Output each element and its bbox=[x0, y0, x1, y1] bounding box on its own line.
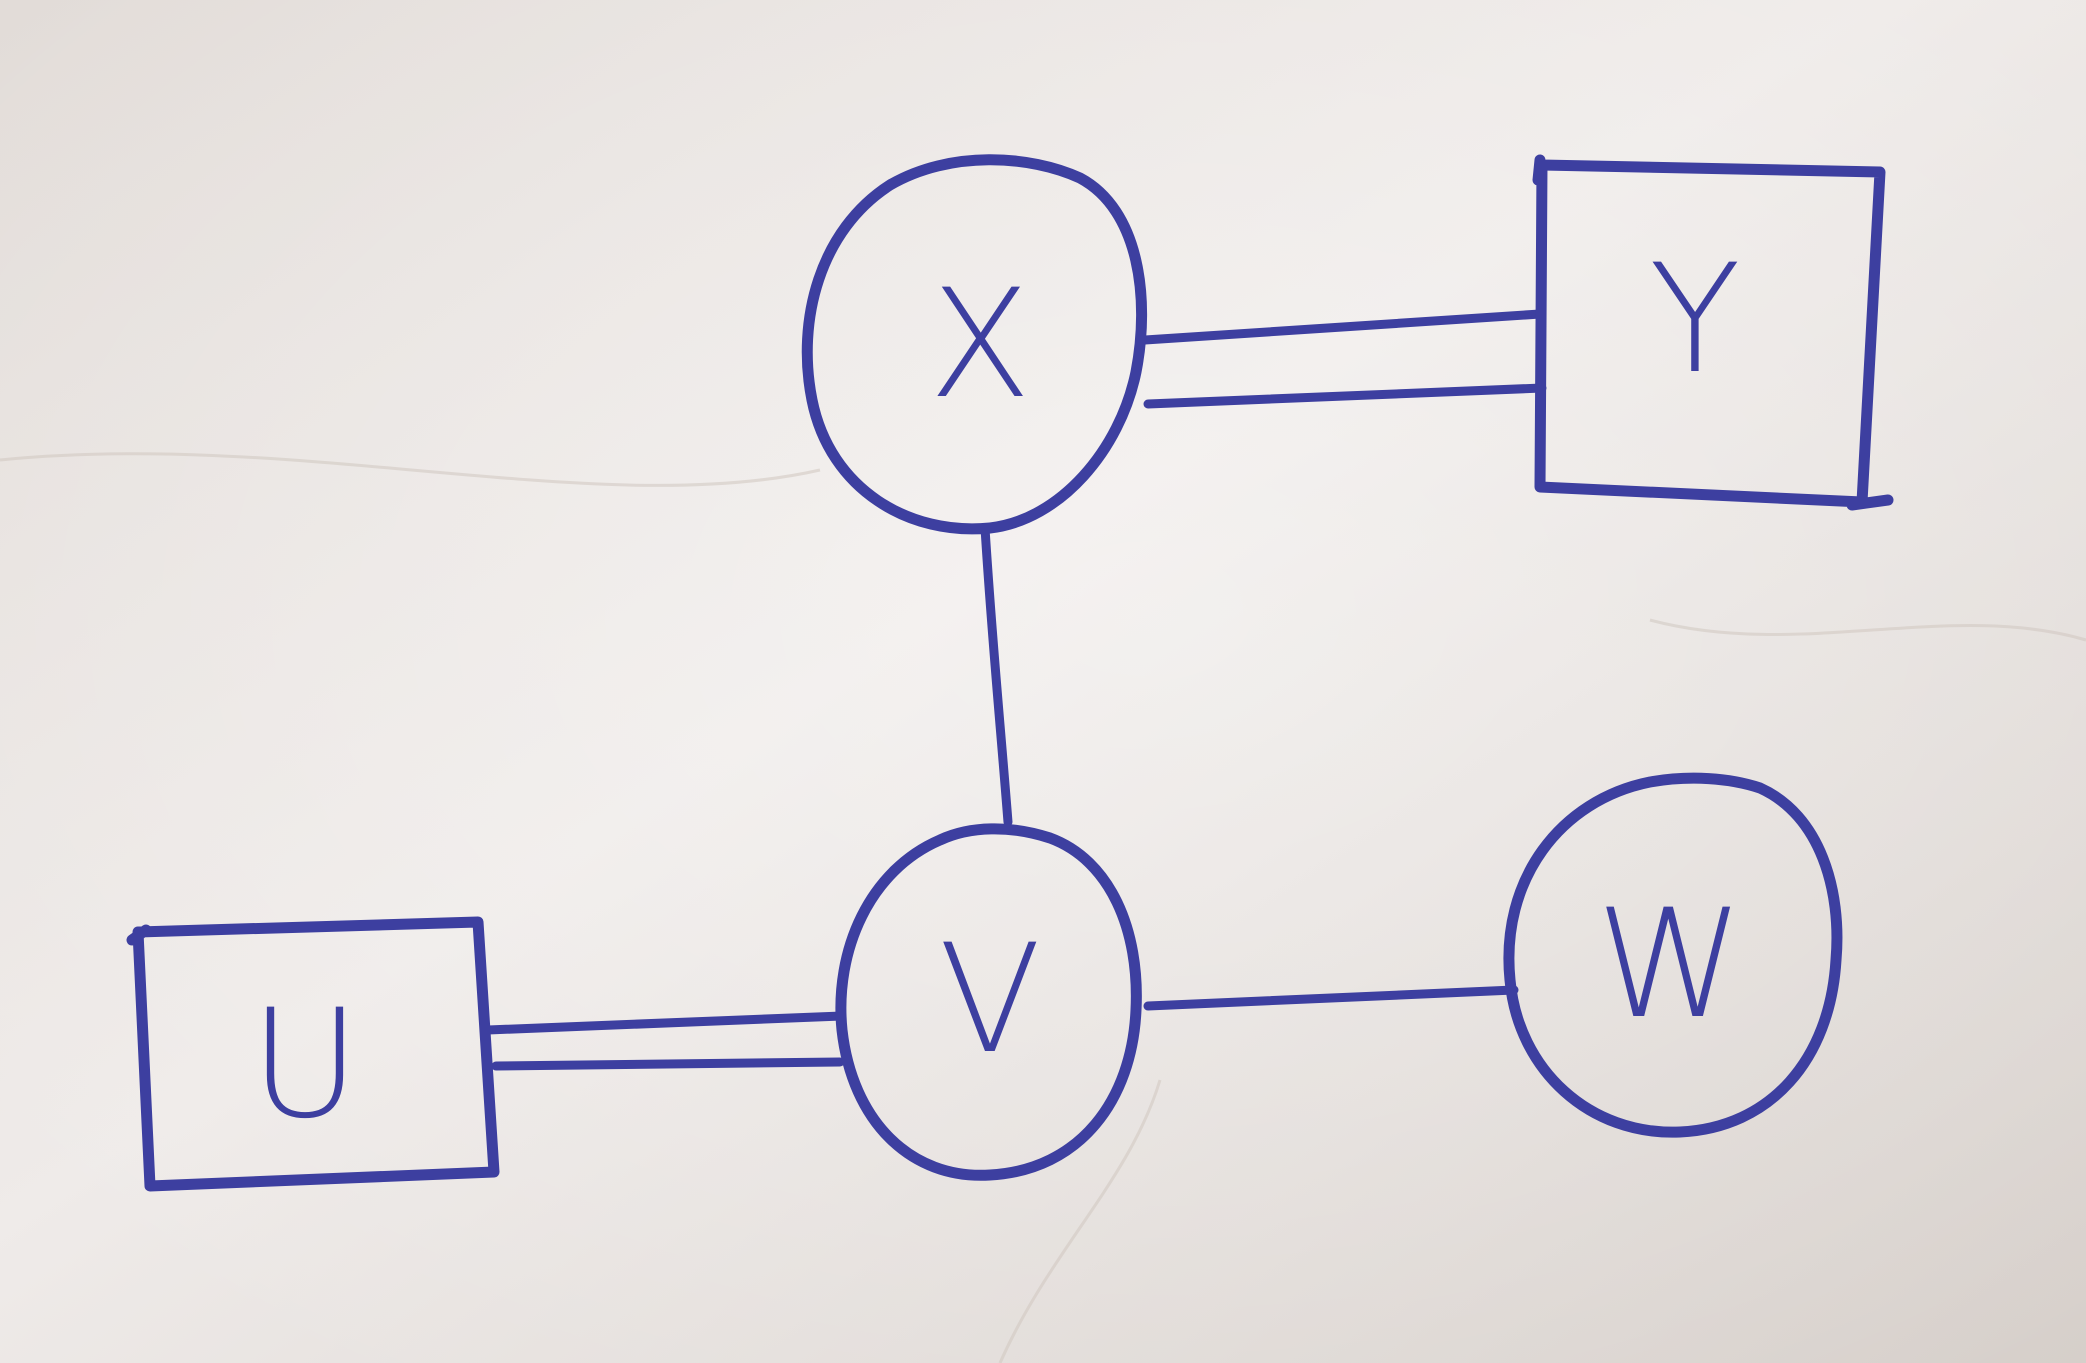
edges bbox=[483, 309, 1547, 1071]
node-x: X bbox=[801, 154, 1148, 535]
edge-x-v bbox=[980, 523, 1013, 827]
node-y-label: Y bbox=[1649, 233, 1741, 407]
node-v-shape bbox=[835, 823, 1142, 1181]
node-y-shape bbox=[1532, 154, 1894, 511]
node-w-label: W bbox=[1596, 878, 1744, 1052]
paper-creases bbox=[0, 452, 2086, 1363]
node-y: Y bbox=[1532, 154, 1894, 511]
node-w: W bbox=[1503, 772, 1843, 1138]
edge-x-y bbox=[1140, 309, 1547, 409]
node-u-label: U bbox=[250, 978, 360, 1152]
node-x-shape bbox=[801, 154, 1148, 535]
node-v: V bbox=[835, 823, 1142, 1181]
edge-u-v bbox=[483, 1011, 847, 1071]
node-x-label: X bbox=[929, 258, 1032, 432]
node-v-label: V bbox=[939, 913, 1042, 1087]
node-w-shape bbox=[1503, 772, 1843, 1138]
edge-v-w bbox=[1143, 985, 1519, 1011]
node-u: U bbox=[126, 916, 500, 1192]
node-u-shape bbox=[126, 916, 500, 1192]
